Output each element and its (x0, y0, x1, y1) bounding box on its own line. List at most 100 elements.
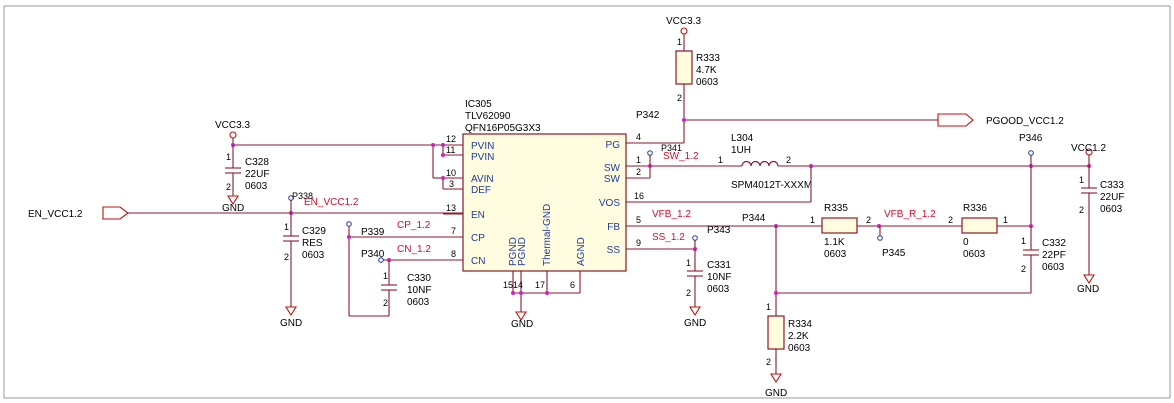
pin-name-en: EN (471, 210, 485, 221)
l304-pin2: 2 (786, 155, 791, 165)
pin-num-8: 8 (451, 249, 456, 259)
ic305[interactable]: IC305 TLV62090 QFN16P05G3X3 12 11 10 3 1… (443, 99, 684, 293)
c328-capacitor[interactable]: 1 2 C328 22UF 0603 GND (222, 145, 269, 214)
c330-value: 10NF (407, 285, 431, 296)
pin-num-7: 7 (451, 226, 456, 236)
pin-name-cp: CP (471, 233, 485, 244)
r334-pin1: 1 (766, 302, 771, 312)
pin-name-sw-b: SW (604, 174, 621, 185)
pin-num-2: 2 (636, 167, 641, 177)
c331-value: 10NF (707, 272, 731, 283)
pin-num-5: 5 (636, 215, 641, 225)
net-cp-label: CP_1.2 (397, 220, 431, 231)
pin-num-16: 16 (634, 191, 644, 201)
c333-pin1: 1 (1079, 175, 1084, 185)
r336-ref: R336 (963, 203, 987, 214)
r335-resistor[interactable]: 1 2 R335 1.1K 0603 (810, 203, 962, 260)
c332-package: 0603 (1042, 262, 1065, 273)
pin-num-12: 12 (446, 134, 456, 144)
c333-package: 0603 (1100, 204, 1123, 215)
r333-ref: R333 (696, 53, 720, 64)
vcc33-left-power-symbol (229, 131, 237, 139)
c328-package: 0603 (245, 181, 268, 192)
ss-net: SS_1.2 (650, 232, 697, 251)
c332-ref: C332 (1042, 238, 1066, 249)
pin-num-10: 10 (446, 168, 456, 178)
c332-value: 22PF (1042, 250, 1066, 261)
pgood-port-label: PGOOD_VCC1.2 (986, 116, 1064, 127)
pin-name-ss: SS (607, 245, 621, 256)
en-input-port[interactable]: EN_VCC1.2 P338 EN_VCC1.2 (28, 191, 463, 220)
tp-p343 (692, 235, 698, 241)
r335-package: 0603 (824, 249, 847, 260)
vcc12-label: VCC1.2 (1071, 143, 1106, 154)
pin-name-cn: CN (471, 256, 485, 267)
net-vfb-r-label: VFB_R_1.2 (884, 209, 936, 220)
net-ss-label: SS_1.2 (652, 232, 685, 243)
net-vfb-label: VFB_1.2 (652, 209, 691, 220)
r335-ref: R335 (824, 203, 848, 214)
r335-value: 1.1K (824, 237, 845, 248)
c328-ref: C328 (245, 157, 269, 168)
r333-pin1: 1 (677, 37, 682, 47)
r336-pin2: 1 (1003, 215, 1008, 225)
r333-package: 0603 (696, 77, 719, 88)
c328-pin2: 2 (226, 182, 231, 192)
vcc33-top-power-symbol (680, 27, 688, 35)
pin-name-avin: AVIN (471, 174, 494, 185)
c333-ref: C333 (1100, 180, 1124, 191)
c330-pin2: 2 (383, 298, 388, 308)
r336-resistor[interactable]: 2 1 R336 0 0603 (948, 166, 1033, 260)
c332-capacitor[interactable]: 1 2 C332 22PF 0603 (1021, 226, 1066, 293)
tp-p341-label: P341 (661, 143, 682, 153)
r334-value: 2.2K (788, 331, 809, 342)
c330-ref: C330 (407, 273, 431, 284)
c329-capacitor[interactable]: 1 2 C329 RES 0603 GND (280, 213, 326, 329)
c331-capacitor[interactable]: 1 2 C331 10NF 0603 GND (684, 249, 731, 329)
l304-ref: L304 (731, 133, 754, 144)
r334-package: 0603 (788, 343, 811, 354)
r334-resistor[interactable]: 1 2 R334 2.2K 0603 GND (765, 302, 812, 399)
pin-name-fb: FB (607, 222, 620, 233)
pin-num-11: 11 (446, 145, 455, 155)
r335-pin1: 1 (810, 215, 815, 225)
gnd-label-ic: GND (511, 319, 533, 330)
en-port-label: EN_VCC1.2 (28, 209, 83, 220)
c332-pin1: 1 (1021, 236, 1026, 246)
c329-ref: C329 (302, 226, 326, 237)
pin-name-vos: VOS (599, 198, 620, 209)
ic-ground-net: GND (511, 291, 580, 330)
c331-pin1: 1 (686, 258, 691, 268)
ic305-part: TLV62090 (465, 111, 511, 122)
c329-value: RES (302, 238, 323, 249)
tp-p344-label: P344 (742, 213, 766, 224)
tp-p346-label: P346 (1019, 133, 1043, 144)
pgood-output-port[interactable]: P342 PGOOD_VCC1.2 (636, 110, 1064, 127)
en-port-flag (102, 206, 129, 220)
c333-capacitor[interactable]: 1 2 C333 22UF 0603 GND (1077, 166, 1124, 295)
pin-num-6: 6 (570, 280, 575, 290)
pin-name-agnd: AGND (576, 237, 587, 266)
tp-p346 (1028, 150, 1034, 156)
r333-value: 4.7K (696, 65, 717, 76)
ic305-ref: IC305 (465, 99, 492, 110)
c329-pin2: 2 (284, 252, 289, 262)
r333-resistor[interactable]: 1 2 R333 4.7K 0603 (675, 37, 720, 143)
gnd-label-c333: GND (1077, 284, 1099, 295)
pin-num-1: 1 (636, 155, 641, 165)
pin-name-pvin-a: PVIN (471, 141, 494, 152)
tp-p345 (877, 235, 883, 241)
pin-num-3: 3 (449, 179, 454, 189)
tp-p339-label: P339 (361, 227, 385, 238)
c331-pin2: 2 (686, 288, 691, 298)
pin-num-17: 17 (535, 280, 545, 290)
l304-part: SPM4012T-XXXM (731, 180, 812, 191)
sw-net: P341 SW_1.2 (647, 143, 742, 178)
gnd-label-c329: GND (280, 318, 302, 329)
l304-inductor[interactable]: 1 2 L304 1UH SPM4012T-XXXM (718, 133, 812, 191)
fb-net: VFB_1.2 P344 P343 (650, 209, 822, 249)
c330-capacitor[interactable]: 1 2 C330 10NF 0603 (381, 260, 431, 316)
tp-p342-label: P342 (636, 110, 660, 121)
vcc33-left-power: VCC3.3 (215, 120, 445, 189)
